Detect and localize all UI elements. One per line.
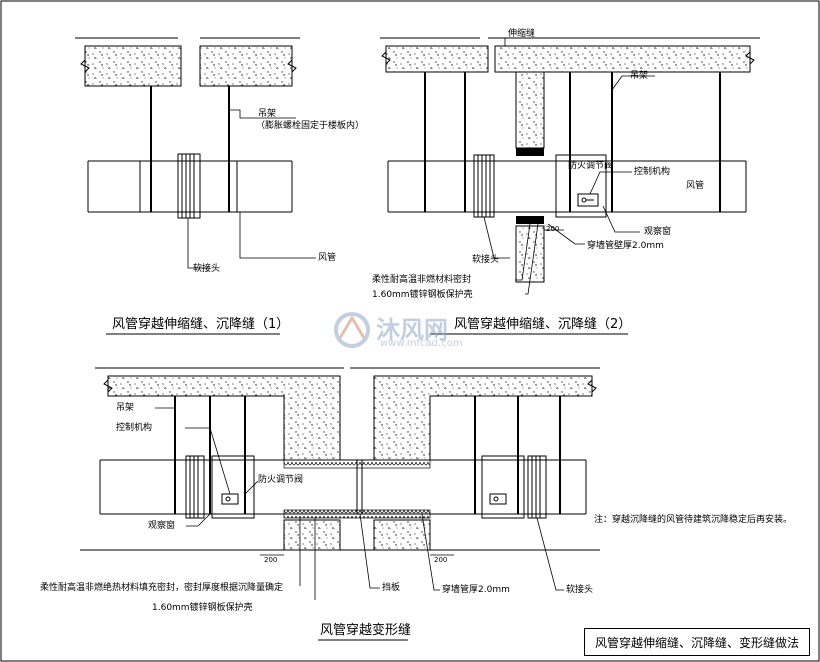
d1-hanger-note: （膨胀螺栓固定于楼板内） <box>256 121 365 131</box>
d3-caption: 风管穿越变形缝 <box>320 623 412 638</box>
slab-left <box>84 45 182 87</box>
d3-fire-damper-label: 防火调节阀 <box>258 475 304 485</box>
fire-damper <box>211 455 255 519</box>
control-box <box>577 193 599 207</box>
d2-duct-label: 风管 <box>686 181 705 191</box>
d2-wall-pipe-label: 穿墙管壁厚2.0mm <box>587 241 664 251</box>
soft-joint <box>527 455 547 519</box>
d2-window-label: 观察窗 <box>644 227 672 237</box>
diagram-3 <box>80 367 600 641</box>
d2-seal-label: 柔性耐高温非燃材料密封 <box>372 275 472 285</box>
d2-expansion-joint-label: 伸缩缝 <box>508 29 536 39</box>
d2-caption: 风管穿越伸缩缝、沉降缝（2） <box>454 317 632 332</box>
d3-shield-label: 1.60mm镀锌钢板保护壳 <box>152 603 253 613</box>
d2-soft-joint-label: 软接头 <box>472 255 500 265</box>
wall-lower-right <box>373 519 431 551</box>
watermark-logo-icon <box>334 312 370 348</box>
d3-wall-pipe-label: 穿墙管厚2.0mm <box>442 585 510 595</box>
d3-hanger-label: 吊架 <box>116 403 135 413</box>
soft-joint <box>185 455 205 519</box>
diagram-2 <box>380 37 760 335</box>
d1-duct-label: 风管 <box>318 253 337 263</box>
wall-lower-left <box>283 519 341 551</box>
d3-note: 注：穿越沉降缝的风管待建筑沉降稳定后再安装。 <box>594 515 793 525</box>
d3-dim-200-left: 200 <box>264 556 278 564</box>
d1-hanger-label: 吊架 <box>258 109 277 119</box>
diagram-1 <box>75 37 316 335</box>
d3-dim-200-right: 200 <box>434 556 448 564</box>
slab-left <box>385 45 489 73</box>
seal-band <box>516 148 544 156</box>
soft-joint <box>177 153 201 219</box>
watermark-brand: 沐风网 <box>376 316 448 344</box>
wall-lower <box>515 225 545 283</box>
d3-seal-label: 柔性耐高温非燃绝热材料填充密封，密封厚度根据沉降量确定 <box>40 583 284 593</box>
watermark-url: www.mfcad.com <box>380 338 463 349</box>
soft-joint <box>473 154 495 218</box>
watermark: 沐风网 www.mfcad.com <box>330 308 490 352</box>
d3-baffle-label: 挡板 <box>382 583 401 593</box>
d3-window-label: 观察窗 <box>148 521 176 531</box>
slab-right <box>494 45 751 73</box>
slab-left <box>107 375 341 461</box>
slab-right <box>199 45 293 87</box>
fire-damper <box>555 154 607 218</box>
wall-upper <box>515 71 545 149</box>
d3-control-label: 控制机构 <box>116 423 153 433</box>
d1-soft-joint-label: 软接头 <box>193 264 221 274</box>
d2-fire-damper-label: 防火调节阀 <box>568 161 614 171</box>
d1-caption: 风管穿越伸缩缝、沉降缝（1） <box>112 317 290 332</box>
fire-damper <box>481 455 525 519</box>
d2-dim-200: 200 <box>546 225 560 233</box>
d2-hanger-label: 吊架 <box>630 71 649 81</box>
d2-shield-label: 1.60mm镀锌钢板保护壳 <box>372 290 473 300</box>
title-block: 风管穿越伸缩缝、沉降缝、变形缝做法 <box>584 628 810 656</box>
d2-control-label: 控制机构 <box>634 167 671 177</box>
d3-soft-joint-label: 软接头 <box>566 585 594 595</box>
